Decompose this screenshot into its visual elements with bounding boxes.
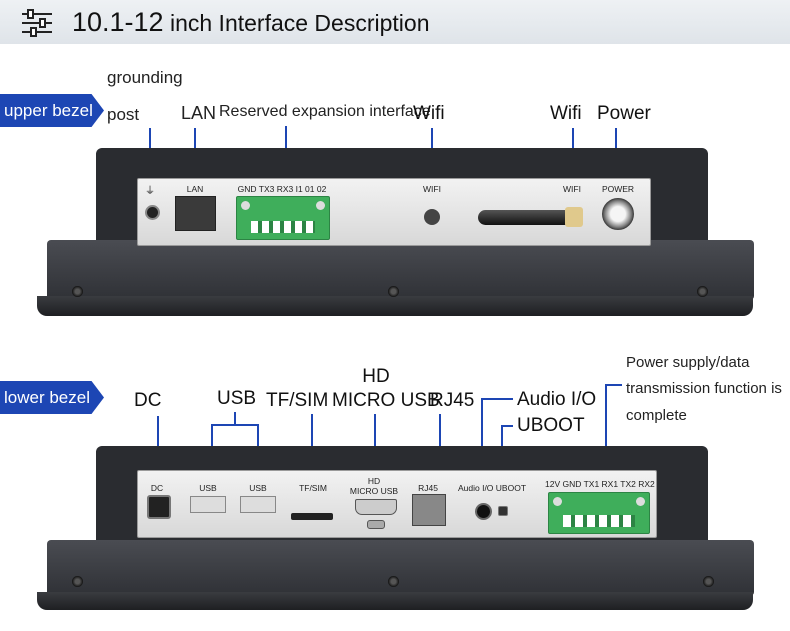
pointer-dc xyxy=(157,416,159,464)
plate-power: POWER xyxy=(601,184,635,194)
screw xyxy=(697,286,708,297)
plate-wifi-2: WIFI xyxy=(563,184,581,194)
rj45-port[interactable] xyxy=(412,494,446,526)
plate-lan: LAN xyxy=(186,184,204,194)
label-post: post xyxy=(107,105,140,124)
label-dc: DC xyxy=(134,390,162,411)
screw xyxy=(72,576,83,587)
label-lan: LAN xyxy=(181,103,217,123)
label-power-note-1: Power supply/data xyxy=(626,354,750,371)
label-hd: HD xyxy=(362,366,390,387)
micro-usb-port[interactable] xyxy=(367,520,385,529)
pointer-uboot-h xyxy=(501,425,513,427)
label-grounding: grounding xyxy=(107,68,183,87)
page-title: 10.1-12 inch Interface Description xyxy=(72,7,429,38)
label-wifi-1: Wifi xyxy=(413,103,445,124)
plate-terminal: GND TX3 RX3 I1 01 02 xyxy=(237,184,327,194)
pointer-audio-h xyxy=(481,398,513,400)
pointer-usb-stem xyxy=(234,412,236,426)
pointer-usb-1 xyxy=(211,424,213,464)
label-tfsim: TF/SIM xyxy=(266,390,329,411)
reserved-terminal-block[interactable] xyxy=(236,196,330,240)
pointer-rj45 xyxy=(439,414,441,464)
grounding-post[interactable] xyxy=(145,205,160,220)
plate-terminal-lower: 12V GND TX1 RX1 TX2 RX2 xyxy=(545,479,655,489)
sliders-icon xyxy=(22,9,52,37)
wifi-antenna-hole xyxy=(424,209,440,225)
label-power-note-2: transmission function is xyxy=(626,380,782,397)
plate-hd: HD xyxy=(367,476,381,486)
label-rj45: RJ45 xyxy=(430,390,475,411)
header-bar xyxy=(0,0,790,44)
title-text: inch Interface Description xyxy=(163,10,430,36)
plate-audio-uboot: Audio I/O UBOOT xyxy=(457,483,527,493)
plate-micro-usb: MICRO USB xyxy=(349,486,399,496)
screw xyxy=(703,576,714,587)
label-reserved-expansion: Reserved expansion interface xyxy=(219,103,431,120)
ground-symbol: ⏚ xyxy=(145,186,155,197)
lower-bezel-tag: lower bezel xyxy=(0,381,104,414)
label-uboot: UBOOT xyxy=(517,415,585,436)
lan-port[interactable] xyxy=(175,196,216,231)
label-power-note-3: complete xyxy=(626,407,687,424)
pointer-hd xyxy=(374,414,376,464)
plate-tfsim: TF/SIM xyxy=(299,483,327,493)
uboot-button[interactable] xyxy=(498,506,508,516)
screw xyxy=(72,286,83,297)
lower-device-rear xyxy=(47,540,754,596)
label-wifi-2: Wifi xyxy=(550,103,582,124)
title-number: 10.1-12 xyxy=(72,7,164,37)
pointer-usb-2 xyxy=(257,424,259,464)
plate-dc: DC xyxy=(150,483,164,493)
label-power: Power xyxy=(597,103,651,124)
wifi-antenna[interactable] xyxy=(478,210,572,225)
audio-jack[interactable] xyxy=(475,503,492,520)
plate-rj45: RJ45 xyxy=(418,483,438,493)
power-terminal-block[interactable] xyxy=(548,492,650,534)
label-usb: USB xyxy=(217,388,257,409)
pointer-tfsim xyxy=(311,414,313,464)
power-button[interactable] xyxy=(602,198,634,230)
label-micro-usb: MICRO USB xyxy=(332,390,440,411)
plate-usb-2: USB xyxy=(249,483,267,493)
tfsim-slot[interactable] xyxy=(291,513,333,520)
pointer-uboot xyxy=(501,425,503,464)
label-audio: Audio I/O xyxy=(517,389,597,410)
lower-device-bezel xyxy=(37,592,753,610)
pointer-power-note-h xyxy=(605,384,622,386)
usb-port-2[interactable] xyxy=(240,496,276,513)
pointer-power-note xyxy=(605,384,607,464)
usb-port-1[interactable] xyxy=(190,496,226,513)
screw xyxy=(388,576,399,587)
hdmi-port[interactable] xyxy=(355,499,397,515)
upper-device-bezel xyxy=(37,296,753,316)
plate-wifi-1: WIFI xyxy=(423,184,441,194)
screw xyxy=(388,286,399,297)
upper-bezel-tag: upper bezel xyxy=(0,94,104,127)
dc-jack[interactable] xyxy=(147,495,171,519)
upper-device-rear xyxy=(47,240,754,300)
plate-usb-1: USB xyxy=(199,483,217,493)
antenna-connector xyxy=(565,207,583,227)
pointer-audio xyxy=(481,398,483,464)
